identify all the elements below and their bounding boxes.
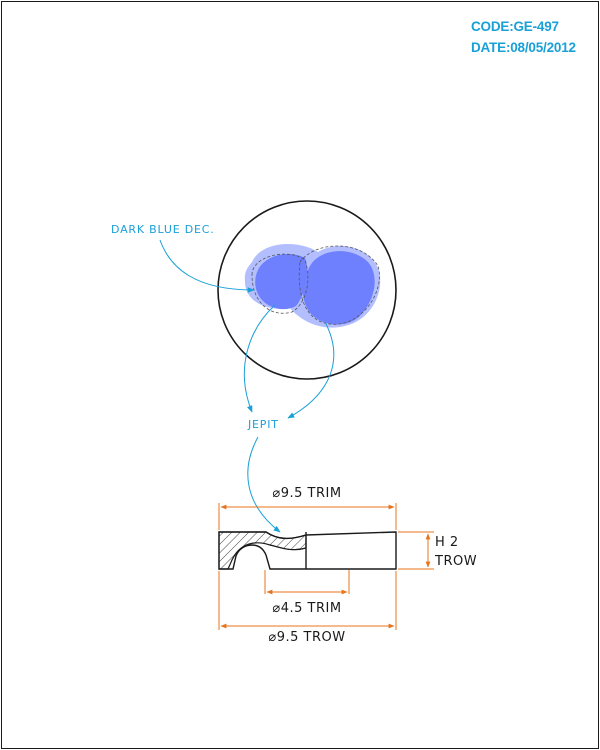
decoration-left-blob (255, 254, 308, 310)
jepit-leader-down (247, 436, 281, 533)
decoration-outline-dashed-right (298, 245, 380, 325)
decoration-callout-label: DARK BLUE DEC. (111, 223, 215, 236)
height-label-line1: H 2 (435, 535, 459, 550)
top-diameter-label: ⌀9.5 TRIM (272, 486, 341, 501)
decoration-outline-dashed-left (251, 253, 309, 314)
decoration-leader (159, 239, 255, 293)
section-outline (218, 531, 397, 570)
part-code: CODE:GE-497 (471, 19, 559, 34)
top-view (217, 200, 397, 380)
top-view-outline (217, 200, 397, 380)
decoration-right-blob (302, 251, 375, 325)
section-view (218, 531, 397, 570)
jepit-callout-label: JEPIT (247, 418, 279, 431)
jepit-leader-right (287, 321, 335, 419)
inner-diameter-label: ⌀4.5 TRIM (272, 601, 341, 616)
bottom-diameter-label: ⌀9.5 TROW (268, 630, 345, 645)
section-recess-curve (269, 544, 307, 551)
title-block: CODE:GE-497 DATE:08/05/2012 (471, 16, 576, 58)
jepit-leader-left (243, 304, 276, 413)
drawing-date: DATE:08/05/2012 (471, 40, 576, 55)
dimension-lines (218, 503, 434, 630)
height-label-line2: TROW (434, 554, 477, 569)
